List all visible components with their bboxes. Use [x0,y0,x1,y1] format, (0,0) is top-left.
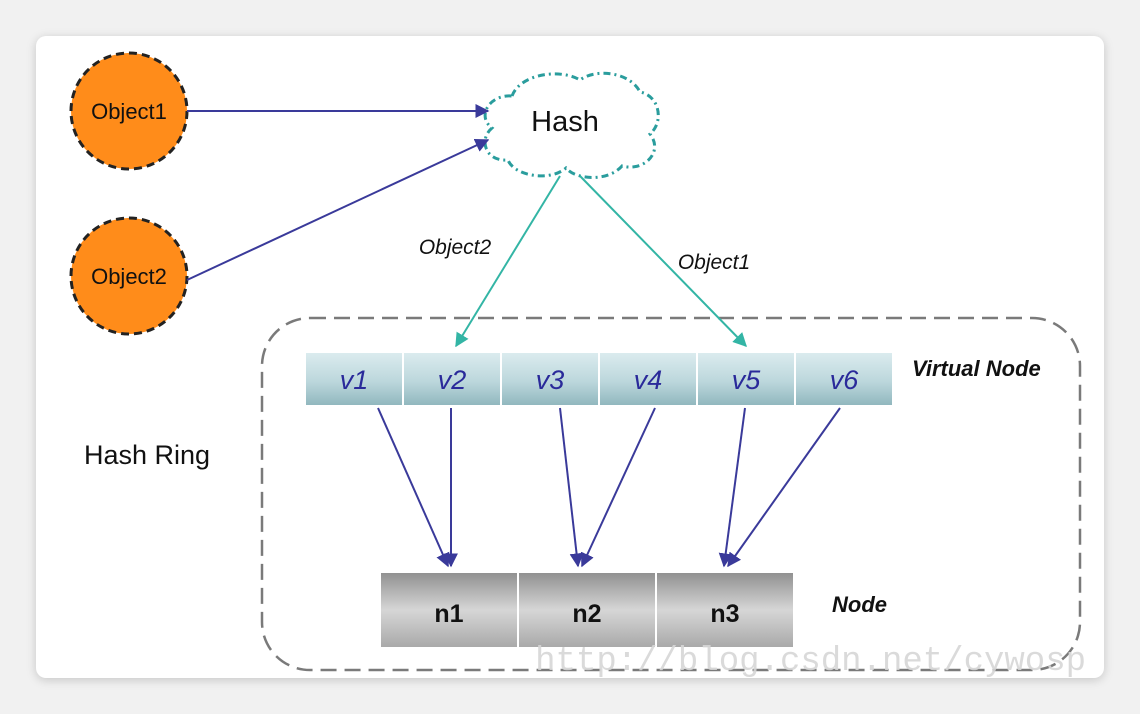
vnode-v3-label: v3 [536,365,565,395]
virtual-node-row: v1 v2 v3 v4 v5 v6 [304,351,894,407]
watermark-text: http://blog.csdn.net/cywosp [535,643,1086,681]
vnode-v1-label: v1 [340,365,369,395]
node-n3 [655,571,795,649]
node-n1-label: n1 [434,600,463,628]
object2-label: Object2 [91,264,167,289]
vnode-v2-label: v2 [438,365,467,395]
object1-label: Object1 [91,99,167,124]
vnode-v5-label: v5 [732,365,762,395]
vnode-v2 [402,351,502,407]
vnode-v4 [598,351,698,407]
arrow-v4-to-n2 [580,407,656,568]
arrow-object2-to-hash [186,138,490,281]
vnode-v6-label: v6 [830,365,860,395]
arrow-hash-to-v2 [455,175,561,348]
arrow-v5-to-n3 [718,407,746,568]
vnode-v1 [304,351,404,407]
arrow-v6-to-n3 [727,407,841,568]
node-row-label: Node [832,592,887,617]
object2-node: Object2 [69,216,189,336]
object1-node: Object1 [69,51,189,171]
hash-label: Hash [531,106,599,138]
vnode-v6 [794,351,894,407]
arrow-v1-to-n1 [377,407,450,568]
virtual-node-row-label: Virtual Node [912,356,1041,381]
arrow-hash-to-v5 [579,175,747,348]
node-n2-label: n2 [572,600,601,628]
arrow-v3-to-n2 [559,407,584,568]
node-n3-label: n3 [710,600,739,628]
edge-label-object1: Object1 [678,251,750,274]
vnode-v4-label: v4 [634,365,663,395]
edge-label-object2: Object2 [419,236,492,259]
hash-ring-boundary [260,316,1082,672]
node-n1 [379,571,519,649]
node-row: n1 n2 n3 [379,571,795,649]
hash-ring-label: Hash Ring [84,440,210,470]
